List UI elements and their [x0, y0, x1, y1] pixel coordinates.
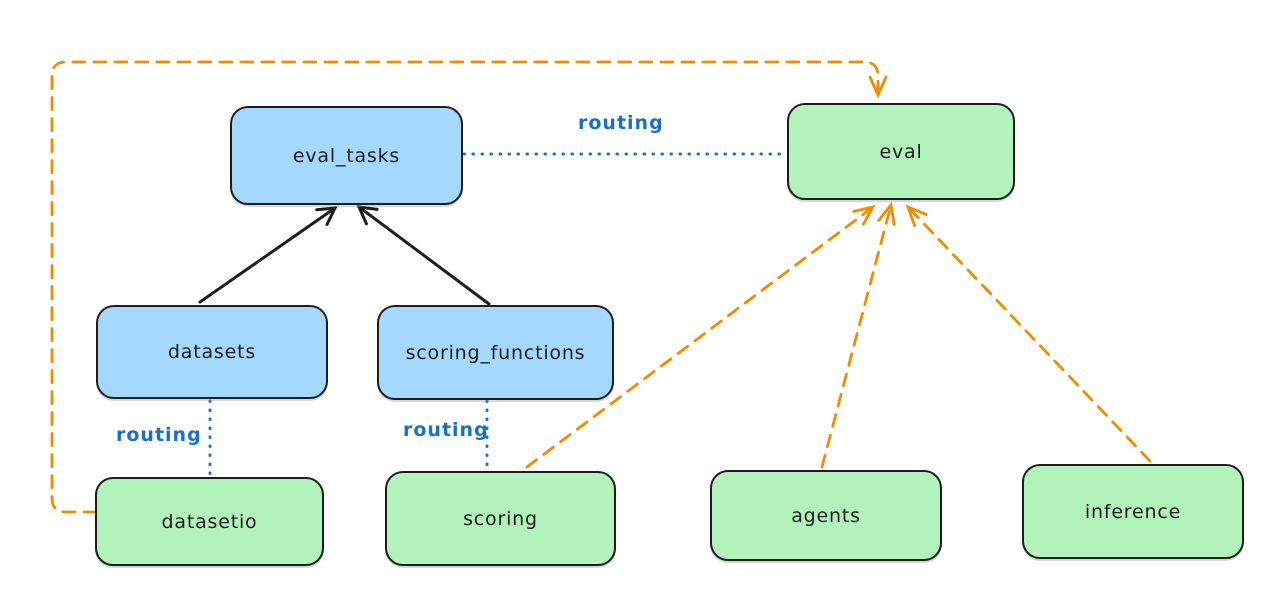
edge-label-routing-eval-tasks-eval: routing	[578, 112, 664, 134]
node-datasets: datasets	[96, 305, 328, 399]
node-datasets-label: datasets	[167, 341, 257, 363]
edge-scoring-to-eval	[525, 204, 876, 469]
node-inference: inference	[1022, 464, 1244, 559]
node-eval: eval	[787, 103, 1015, 200]
node-scoring-functions: scoring_functions	[377, 305, 614, 400]
edge-inference-to-eval	[905, 204, 1152, 463]
node-datasetio-label: datasetio	[161, 510, 258, 533]
node-agents: agents	[710, 470, 942, 561]
node-scoring-label: scoring	[463, 507, 538, 530]
edge-label-routing-datasets-datasetio: routing	[116, 424, 202, 446]
edge-datasetio-to-eval	[50, 60, 888, 514]
node-scoring-functions-label: scoring_functions	[405, 341, 586, 364]
edge-scoring-functions-to-eval-tasks	[356, 205, 491, 306]
node-scoring: scoring	[385, 471, 616, 566]
node-eval-label: eval	[879, 140, 923, 163]
node-agents-label: agents	[791, 504, 861, 527]
edge-agents-to-eval	[820, 201, 896, 469]
edge-label-routing-scoring-functions-scoring: routing	[403, 419, 489, 441]
edge-datasets-to-eval-tasks	[198, 206, 338, 304]
node-eval-tasks: eval_tasks	[230, 106, 463, 205]
node-eval-tasks-label: eval_tasks	[292, 144, 401, 167]
node-inference-label: inference	[1084, 500, 1182, 523]
node-datasetio: datasetio	[95, 477, 324, 566]
